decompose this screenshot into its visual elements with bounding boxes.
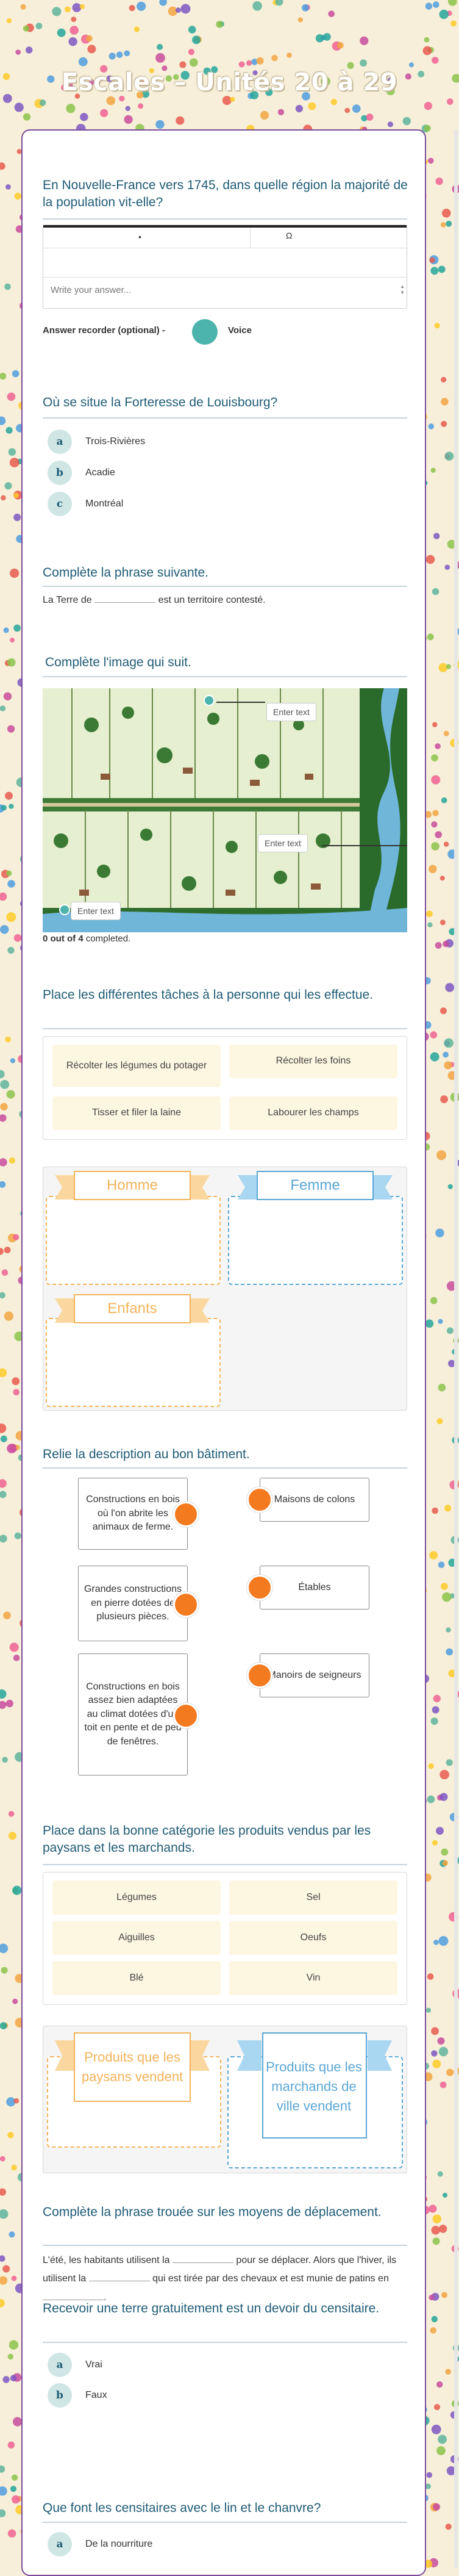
category-dropzone-femme[interactable] [228,1196,403,1285]
scrollbar[interactable] [454,129,458,2569]
seigneury-map-image [43,688,407,932]
match-connector-dot[interactable] [247,1487,272,1513]
hotspot-marker[interactable] [59,904,70,915]
option-letter: c [48,492,72,516]
match-right-item[interactable]: Étables [260,1566,369,1610]
special-char-button[interactable]: Ω [286,231,292,240]
completion-count: 0 out of 4 [43,934,84,944]
category-dropzone-enfants[interactable] [46,1318,221,1407]
option-letter: a [48,2532,72,2556]
drag-item[interactable]: Tisser et filer la laine [52,1096,221,1130]
voice-label: Voice [228,325,252,336]
question-10-title: Que font les censitaires avec le lin et … [43,2500,408,2517]
option-b[interactable]: b Faux [48,2383,107,2408]
answer-textarea[interactable] [43,278,403,304]
page-title: Escales – Unités 20 à 29 [0,68,459,96]
answer-recorder-label: Answer recorder (optional) - [43,325,165,336]
option-letter: a [48,430,72,454]
match-connector-dot[interactable] [173,1703,199,1729]
match-left-item[interactable]: Constructions en bois où l'on abrite les… [78,1478,188,1550]
drag-item[interactable]: Aiguilles [52,1921,221,1955]
match-right-item[interactable]: Maisons de colons [260,1478,369,1522]
category-label: Enfants [74,1295,190,1323]
category-label: Produits que les marchands de ville vend… [265,2035,363,2138]
blank-input[interactable] [94,593,155,603]
divider [43,676,407,677]
match-right-item[interactable]: Manoirs de seigneurs [260,1653,369,1697]
option-a[interactable]: a Trois-Rivières [48,430,145,454]
blank-input[interactable] [43,2290,104,2300]
hotspot-text-input[interactable]: Enter text [71,902,121,920]
divider [43,417,407,419]
drag-item[interactable]: Oeufs [229,1921,397,1955]
completion-text: completed. [84,934,131,944]
resize-arrows-icon[interactable]: ▲▼ [400,284,405,296]
match-connector-dot[interactable] [173,1592,199,1617]
match-left-item[interactable]: Constructions en bois assez bien adaptée… [78,1653,188,1775]
option-c[interactable]: c Montréal [48,492,123,516]
category-label: Produits que les paysans vendent [80,2034,184,2100]
divider [43,586,407,587]
option-label: Faux [85,2390,107,2401]
divider [43,2342,407,2343]
fill-paragraph: L'été, les habitants utilisent la pour s… [43,2251,407,2307]
drag-item[interactable]: Récolter les légumes du potager [52,1045,221,1087]
question-6-title: Relie la description au bon bâtiment. [43,1446,408,1463]
option-label: Acadie [85,467,115,478]
option-b[interactable]: b Acadie [48,461,115,485]
divider [43,1864,407,1865]
sentence-part: qui est tirée par des chevaux et est mun… [152,2273,389,2284]
option-letter: a [48,2353,72,2377]
option-letter: b [48,461,72,485]
question-1-title: En Nouvelle-France vers 1745, dans quell… [43,177,408,212]
option-label: Vrai [85,2359,102,2370]
divider [43,2522,407,2523]
option-a[interactable]: a De la nourriture [48,2532,152,2556]
option-label: Trois-Rivières [85,436,145,447]
question-5-title: Place les différentes tâches à la person… [43,987,408,1004]
blank-input[interactable] [89,2272,150,2281]
divider [43,1467,407,1469]
question-4-title: Complète l'image qui suit. [45,654,411,671]
hotspot-connector [322,845,407,846]
match-connector-dot[interactable] [247,1663,272,1688]
sentence-part: est un territoire contesté. [158,595,266,605]
option-letter: b [48,2383,72,2408]
sentence-part: L'été, les habitants utilisent la [43,2255,170,2265]
match-connector-dot[interactable] [173,1502,199,1527]
fill-sentence: La Terre de est un territoire contesté. [43,592,408,610]
voice-record-button[interactable] [192,319,218,345]
question-8-title: Complète la phrase trouée sur les moyens… [43,2204,408,2221]
drag-item[interactable]: Vin [229,1961,397,1995]
sentence-part: La Terre de [43,595,92,605]
question-2-title: Où se situe la Forteresse de Louisbourg? [43,394,408,411]
hotspot-marker[interactable] [204,695,215,706]
option-label: Montréal [85,498,123,509]
category-label: Femme [257,1171,373,1200]
option-label: De la nourriture [85,2539,152,2550]
drag-item[interactable]: Blé [52,1961,221,1995]
hotspot-text-input[interactable]: Enter text [258,834,308,852]
question-9-title: Recevoir une terre gratuitement est un d… [43,2300,408,2317]
divider [43,2245,407,2246]
drag-item[interactable]: Sel [229,1880,397,1915]
drag-item[interactable]: Légumes [52,1880,221,1915]
match-connector-dot[interactable] [247,1575,272,1600]
drag-item[interactable]: Labourer les champs [229,1096,397,1130]
blank-input[interactable] [173,2253,233,2263]
category-dropzone-homme[interactable] [46,1196,221,1285]
question-7-title: Place dans la bonne catégorie les produi… [43,1822,408,1857]
hotspot-text-input[interactable]: Enter text [266,703,316,721]
question-3-title: Complète la phrase suivante. [43,564,408,581]
category-label: Homme [74,1171,190,1200]
drag-item[interactable]: Récolter les foins [229,1045,397,1078]
match-left-item[interactable]: Grandes constructions en pierre dotées d… [78,1566,188,1641]
hotspot-connector [216,702,265,703]
completion-status: 0 out of 4 completed. [43,934,130,944]
divider [43,1028,407,1029]
option-a[interactable]: a Vrai [48,2353,102,2377]
answer-editor[interactable]: • Ω ▲▼ [43,225,407,309]
editor-toolbar: • Ω [43,228,407,248]
divider [43,218,407,220]
